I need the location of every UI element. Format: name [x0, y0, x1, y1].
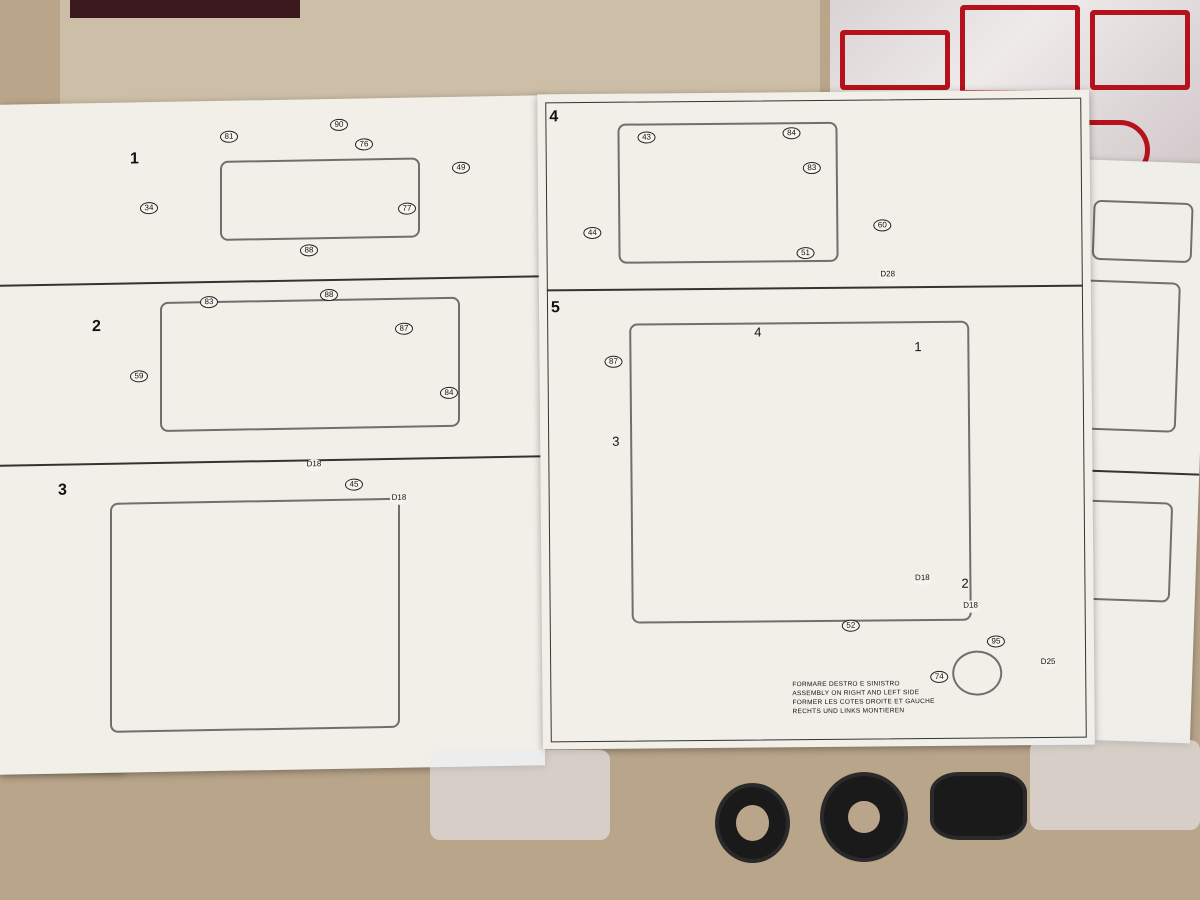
engine-drawing	[220, 157, 420, 241]
part-label: 95	[986, 635, 1005, 648]
part-label: 60	[873, 219, 892, 232]
part-label: D18	[961, 600, 980, 613]
note-line: RECHTS UND LINKS MONTIEREN	[792, 707, 905, 716]
box-lid-edge	[70, 0, 300, 18]
plastic-bag	[1030, 740, 1200, 830]
tire	[715, 783, 790, 863]
callout-number: 1	[914, 339, 922, 355]
seat-drawing	[617, 121, 839, 264]
part-label: 87	[604, 355, 623, 368]
part-label: 34	[140, 201, 158, 215]
part-label: D28	[878, 269, 897, 282]
callout-number: 2	[961, 575, 969, 591]
part-label: 59	[130, 370, 148, 383]
instruction-page-right: 4 5 43 84 83 60 51 44 D28 87 4 1 3 2 52 …	[537, 89, 1095, 750]
part-label: D18	[913, 572, 932, 586]
plastic-bag	[430, 750, 610, 840]
part-label: 52	[841, 619, 860, 632]
part-label: 81	[220, 130, 238, 143]
step-number: 1	[130, 150, 139, 168]
engine-frame-drawing	[110, 497, 400, 733]
step-number: 3	[58, 481, 67, 499]
part-label: D25	[1039, 656, 1058, 670]
part-label: 49	[452, 161, 470, 174]
part-label: D18	[305, 459, 323, 472]
part-label: 76	[355, 138, 373, 151]
part-label: 88	[300, 244, 318, 257]
part-label: 84	[782, 127, 801, 140]
part-label: 45	[345, 478, 363, 491]
instruction-page-left: 1 2 3 81 90 76 49 77 88 34 83 88 87 59 8…	[0, 95, 545, 775]
part-label: 44	[583, 226, 602, 240]
step-number: 4	[549, 108, 559, 126]
assembly-note: FORMARE DESTRO E SINISTRO ASSEMBLY ON RI…	[792, 679, 935, 716]
part-label: 43	[637, 131, 656, 144]
wheel-hub-drawing	[952, 650, 1003, 696]
frame-drawing	[160, 296, 460, 432]
callout-number: 3	[612, 433, 620, 449]
part-label: 90	[330, 118, 348, 131]
part-label: 51	[796, 247, 815, 260]
tire	[820, 772, 908, 862]
part-label: 83	[802, 161, 821, 175]
callout-number: 4	[754, 324, 762, 340]
tire	[930, 772, 1027, 840]
step-number: 5	[550, 299, 560, 317]
step-number: 2	[92, 317, 101, 336]
part-label: D18	[390, 492, 408, 505]
